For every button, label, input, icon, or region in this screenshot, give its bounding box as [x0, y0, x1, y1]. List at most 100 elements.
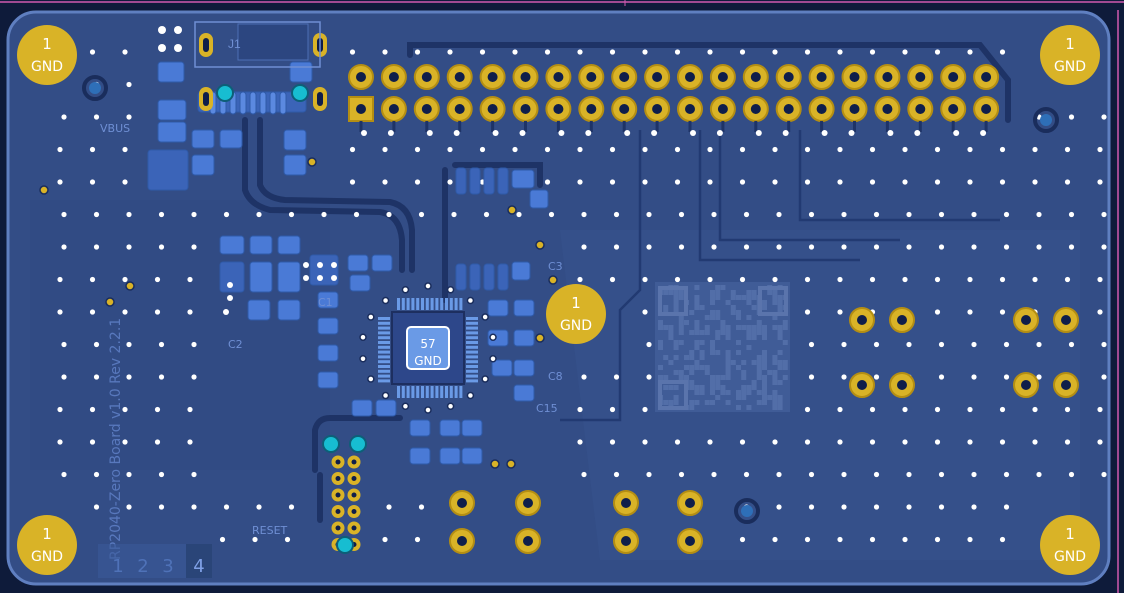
header-pin[interactable] [446, 96, 473, 122]
smd-pad [277, 235, 301, 255]
debug-header-pin[interactable] [331, 505, 361, 518]
through-hole-pad[interactable] [677, 490, 703, 516]
through-hole-pad[interactable] [677, 528, 703, 554]
pin-header-2x20[interactable] [348, 64, 1000, 136]
header-pin[interactable] [512, 96, 539, 122]
header-pin[interactable] [413, 96, 440, 122]
mounting-hole-top-left[interactable]: 1 GND [17, 25, 77, 85]
through-hole-pad[interactable] [1013, 372, 1039, 398]
header-pin[interactable] [907, 96, 934, 122]
through-hole-pad[interactable] [449, 490, 475, 516]
header-pin[interactable] [512, 64, 539, 90]
header-pin[interactable] [413, 64, 440, 90]
via [382, 49, 388, 55]
header-pin[interactable] [479, 64, 506, 90]
via [154, 406, 161, 413]
debug-header-pin[interactable] [331, 521, 361, 535]
header-pin[interactable] [742, 96, 769, 122]
via [934, 49, 941, 55]
through-hole-pad[interactable] [1013, 307, 1039, 333]
debug-header-pin[interactable] [331, 455, 361, 469]
header-pin[interactable] [775, 96, 802, 122]
header-via [690, 130, 696, 136]
header-pin[interactable] [479, 96, 506, 122]
header-pin[interactable] [545, 96, 572, 122]
via [1101, 114, 1107, 120]
mounting-hole-bottom-left[interactable]: 1 GND [17, 515, 77, 575]
header-pin[interactable] [611, 96, 638, 122]
header-pin[interactable] [907, 64, 934, 90]
through-hole-pad[interactable] [1053, 372, 1079, 398]
through-hole-pad[interactable] [849, 372, 875, 398]
through-hole-pad[interactable] [889, 372, 915, 398]
qr-module [736, 310, 741, 315]
silk-vertical-title: RP2040-Zero Board v1.0 Rev 2.2.1 [108, 318, 124, 560]
through-hole-pad[interactable] [849, 307, 875, 333]
header-pin[interactable] [973, 64, 1000, 90]
through-hole-pad[interactable] [613, 490, 639, 516]
header-pin[interactable] [940, 96, 967, 122]
qr-module [684, 365, 689, 370]
header-pin[interactable] [611, 64, 638, 90]
header-pin[interactable] [677, 64, 703, 90]
through-hole-pads[interactable] [331, 307, 1079, 554]
layer-tab-2[interactable]: 2 [137, 556, 148, 577]
debug-header-pin[interactable] [331, 488, 361, 502]
via [642, 309, 648, 315]
header-pin[interactable] [677, 96, 703, 122]
through-hole-pad[interactable] [515, 528, 541, 554]
header-pin[interactable] [545, 64, 572, 90]
header-pin-hole [915, 72, 926, 82]
header-pin[interactable] [808, 96, 835, 122]
via [158, 341, 165, 348]
layer-tab-1[interactable]: 1 [112, 556, 123, 577]
via [89, 439, 96, 445]
header-pin[interactable] [644, 64, 671, 90]
header-pin[interactable] [841, 64, 868, 90]
header-pin[interactable] [578, 64, 605, 90]
header-pin[interactable] [940, 64, 967, 90]
layer-tab-3[interactable]: 3 [162, 556, 173, 577]
through-hole-pad[interactable] [1053, 307, 1079, 333]
mcu-exposed-pad[interactable] [406, 326, 450, 370]
debug-pin-hole [335, 492, 341, 498]
through-hole-pad[interactable] [515, 490, 541, 516]
header-pin[interactable] [742, 64, 769, 90]
header-pin[interactable] [578, 96, 605, 122]
mounting-hole-pad: 1 [42, 525, 52, 543]
mounting-hole-bottom-right[interactable]: 1 GND [1040, 515, 1100, 575]
layer-tab-4[interactable]: 4 [193, 556, 204, 577]
header-pin[interactable] [380, 64, 407, 90]
header-pin[interactable] [874, 64, 901, 90]
via-array [57, 49, 1107, 543]
header-pin[interactable] [874, 96, 901, 122]
header-pin[interactable] [348, 64, 374, 90]
header-pin[interactable] [380, 96, 407, 122]
via [646, 471, 652, 478]
header-pin[interactable] [348, 96, 374, 122]
header-pin[interactable] [709, 96, 736, 122]
through-hole-pad[interactable] [889, 307, 915, 333]
header-pin[interactable] [973, 96, 1000, 122]
through-hole-pad[interactable] [613, 528, 639, 554]
header-pin[interactable] [644, 96, 671, 122]
qr-module [668, 385, 674, 390]
qr-module [720, 325, 726, 330]
header-pin[interactable] [709, 64, 736, 90]
via [126, 504, 132, 510]
qr-module [658, 325, 663, 330]
qr-module [762, 390, 767, 395]
mounting-hole-center[interactable]: 1 GND [546, 284, 606, 344]
qr-module [684, 405, 689, 410]
header-pin[interactable] [841, 96, 868, 122]
header-pin[interactable] [446, 64, 473, 90]
debug-header-pin[interactable] [331, 472, 361, 485]
mounting-hole-top-right[interactable]: 1 GND [1040, 25, 1100, 85]
via [57, 146, 63, 153]
via [642, 146, 648, 153]
through-hole-pad[interactable] [449, 528, 475, 554]
header-pin[interactable] [808, 64, 835, 90]
header-pin[interactable] [775, 64, 802, 90]
